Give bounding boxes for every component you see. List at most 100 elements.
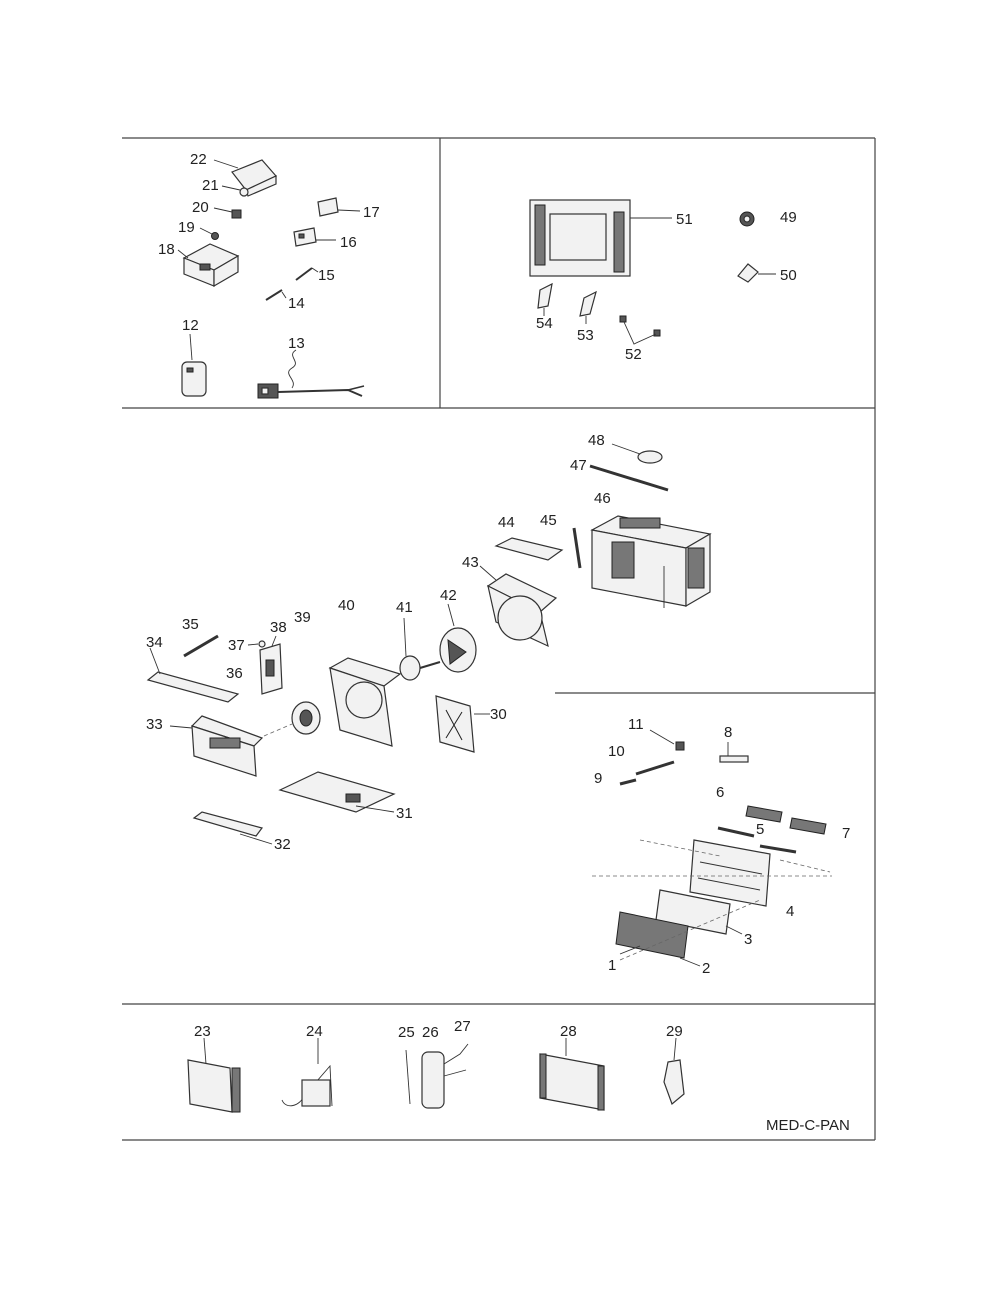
part-10-rod <box>635 760 675 776</box>
label-36: 36 <box>226 665 243 682</box>
label-50: 50 <box>780 267 797 284</box>
section-frames <box>122 137 876 1141</box>
part-45-strip <box>572 527 582 569</box>
part-18-control-box <box>177 243 240 288</box>
part-51-curtain-frame <box>529 199 672 277</box>
part-23-evaporator <box>187 1037 241 1113</box>
assembly-guide-lines <box>592 839 832 961</box>
label-27: 27 <box>454 1018 471 1035</box>
part-40-fan-housing <box>328 657 402 747</box>
part-46-cabinet <box>590 515 712 608</box>
label-47: 47 <box>570 457 587 474</box>
part-28-condenser <box>539 1038 605 1111</box>
label-8: 8 <box>724 724 733 741</box>
label-51: 51 <box>676 211 693 228</box>
part-13-power-cord <box>257 349 365 399</box>
part-41-motor <box>399 617 441 681</box>
label-53: 53 <box>577 327 594 344</box>
part-wheel <box>263 701 321 737</box>
label-28: 28 <box>560 1023 577 1040</box>
label-15: 15 <box>318 267 335 284</box>
label-24: 24 <box>306 1023 323 1040</box>
part-15-rod <box>295 267 319 281</box>
label-4: 4 <box>786 903 795 920</box>
label-31: 31 <box>396 805 413 822</box>
part-54-bracket <box>537 282 553 316</box>
part-32-bracket <box>192 811 273 845</box>
part-29-valve <box>663 1037 685 1106</box>
part-12-remote <box>181 333 207 397</box>
part-35-rod <box>183 634 219 658</box>
label-9: 9 <box>594 770 603 787</box>
label-13: 13 <box>288 335 305 352</box>
label-37: 37 <box>228 637 245 654</box>
label-14: 14 <box>288 295 305 312</box>
part-34-grille-bar <box>146 647 240 703</box>
label-26: 26 <box>422 1024 439 1041</box>
label-43: 43 <box>462 554 479 571</box>
part-21-knob <box>221 185 249 197</box>
part-6-louver <box>745 805 783 823</box>
label-20: 20 <box>192 199 209 216</box>
part-14-rod <box>265 289 287 301</box>
label-6: 6 <box>716 784 725 801</box>
label-2: 2 <box>702 960 711 977</box>
part-11-clip <box>649 729 685 751</box>
part-47-strip <box>589 464 669 492</box>
part-37-knob <box>247 640 266 648</box>
part-25-26-27-compressor <box>405 1043 469 1109</box>
part-5-rod <box>717 826 797 854</box>
label-17: 17 <box>363 204 380 221</box>
part-50-bracket <box>737 263 776 283</box>
label-41: 41 <box>396 599 413 616</box>
part-8-clip <box>719 742 749 763</box>
label-45: 45 <box>540 512 557 529</box>
label-38: 38 <box>270 619 287 636</box>
label-44: 44 <box>498 514 515 531</box>
label-16: 16 <box>340 234 357 251</box>
label-39: 39 <box>294 609 311 626</box>
label-23: 23 <box>194 1023 211 1040</box>
label-29: 29 <box>666 1023 683 1040</box>
part-19-screw <box>199 227 219 240</box>
label-12: 12 <box>182 317 199 334</box>
part-20-knob <box>213 207 242 219</box>
label-22: 22 <box>190 151 207 168</box>
diagram-code: MED-C-PAN <box>766 1117 850 1134</box>
label-40: 40 <box>338 597 355 614</box>
label-32: 32 <box>274 836 291 853</box>
label-19: 19 <box>178 219 195 236</box>
part-43-shroud <box>479 565 558 648</box>
part-22-control-cover <box>213 159 277 197</box>
label-52: 52 <box>625 346 642 363</box>
label-7: 7 <box>842 825 851 842</box>
part-7-louver <box>789 817 827 835</box>
label-42: 42 <box>440 587 457 604</box>
part-24-pipe <box>281 1038 333 1107</box>
label-48: 48 <box>588 432 605 449</box>
label-11: 11 <box>628 716 644 733</box>
label-18: 18 <box>158 241 175 258</box>
label-10: 10 <box>608 743 625 760</box>
label-46: 46 <box>594 490 611 507</box>
label-33: 33 <box>146 716 163 733</box>
part-4-front-grille <box>689 839 771 907</box>
label-21: 21 <box>202 177 219 194</box>
part-42-fan-blade <box>439 603 477 673</box>
part-2-air-filter <box>615 911 701 967</box>
label-25: 25 <box>398 1024 415 1041</box>
part-49-nut <box>739 211 755 227</box>
part-31-base-pan <box>278 771 396 813</box>
label-49: 49 <box>780 209 797 226</box>
part-17-plate <box>317 197 361 217</box>
part-48-cap <box>611 443 663 464</box>
label-3: 3 <box>744 931 753 948</box>
label-34: 34 <box>146 634 163 651</box>
part-16-board <box>293 227 336 247</box>
label-5: 5 <box>756 821 765 838</box>
label-30: 30 <box>490 706 507 723</box>
part-44-plate <box>494 537 564 561</box>
part-53-bracket <box>579 290 597 324</box>
label-54: 54 <box>536 315 553 332</box>
